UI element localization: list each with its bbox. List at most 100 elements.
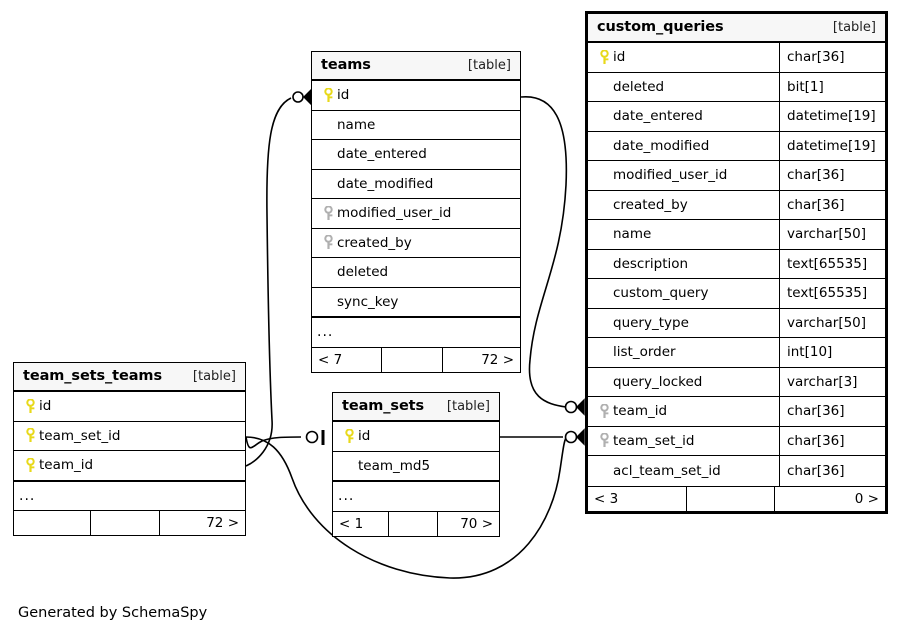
column-name-cell: id: [14, 392, 245, 421]
edge-team_sets-id-to-team_sets_teams-team_set_id: [245, 436, 302, 449]
column-name-cell: team_id: [14, 451, 245, 480]
column-type-cell: char[36]: [779, 190, 885, 219]
column-type-cell: int[10]: [779, 338, 885, 367]
column-name-cell: deleted: [588, 73, 779, 102]
table-row[interactable]: id: [333, 422, 499, 452]
column-type-cell: varchar[3]: [779, 367, 885, 396]
marker-zero-or-many-custom_queries-team_id: [564, 398, 585, 416]
column-label: deleted: [613, 78, 665, 95]
table-row[interactable]: date_modified: [312, 170, 520, 199]
more-columns-indicator[interactable]: ...: [312, 317, 520, 347]
table-footer-team_sets_teams: 72 >: [14, 510, 245, 535]
table-tag-custom_queries: [table]: [832, 19, 876, 35]
table-row[interactable]: id: [312, 81, 520, 111]
column-name-cell: description: [588, 250, 779, 279]
column-label: team_id: [613, 403, 668, 420]
column-type-cell: char[36]: [779, 161, 885, 190]
generator-credit: Generated by SchemaSpy: [18, 605, 208, 621]
more-columns-label: ...: [317, 324, 334, 341]
column-type-cell: text[65535]: [779, 279, 885, 308]
table-footer-custom_queries: < 3 0 >: [588, 485, 885, 511]
table-row[interactable]: query_locked varchar[3]: [588, 367, 885, 397]
more-columns-indicator[interactable]: ...: [333, 481, 499, 511]
table-tag-team_sets: [table]: [446, 398, 490, 414]
primary-key-icon: [21, 398, 39, 414]
column-label: query_type: [613, 314, 689, 331]
table-row[interactable]: team_id: [14, 451, 245, 481]
column-label: team_md5: [358, 457, 431, 474]
column-label: acl_team_set_id: [613, 462, 721, 479]
foreign-key-icon: [319, 235, 337, 250]
column-label: date_modified: [337, 175, 434, 192]
foreign-key-icon: [595, 433, 613, 448]
table-columns-team_sets: id team_md5...: [333, 422, 499, 511]
column-label: id: [358, 428, 371, 445]
marker-zero-or-many-teams-id: [292, 88, 312, 106]
column-label: team_id: [39, 457, 94, 474]
table-row[interactable]: list_order int[10]: [588, 338, 885, 368]
column-type-cell: char[36]: [779, 426, 885, 455]
table-row[interactable]: custom_query text[65535]: [588, 279, 885, 309]
column-name-cell: query_type: [588, 309, 779, 338]
column-name-cell: acl_team_set_id: [588, 456, 779, 486]
table-row[interactable]: sync_key: [312, 288, 520, 317]
column-label: modified_user_id: [337, 205, 452, 222]
column-label: custom_query: [613, 285, 709, 302]
table-header-team_sets_teams: team_sets_teams [table]: [14, 363, 245, 392]
primary-key-icon: [595, 49, 613, 65]
primary-key-icon: [319, 87, 337, 103]
table-row[interactable]: modified_user_id char[36]: [588, 161, 885, 191]
footer-right-team_sets_teams: 72 >: [206, 515, 239, 531]
column-name-cell: team_set_id: [14, 422, 245, 451]
more-columns-indicator[interactable]: ...: [14, 480, 245, 511]
column-name-cell: date_entered: [312, 140, 520, 169]
table-row[interactable]: modified_user_id: [312, 199, 520, 229]
table-title-team_sets: team_sets: [342, 398, 425, 414]
table-row[interactable]: deleted: [312, 258, 520, 288]
footer-middle-custom_queries: [686, 486, 776, 511]
table-tag-team_sets_teams: [table]: [192, 368, 236, 384]
column-label: query_locked: [613, 373, 703, 390]
column-type-cell: text[65535]: [779, 249, 885, 278]
table-row[interactable]: team_md5: [333, 452, 499, 481]
column-type-cell: datetime[19]: [779, 131, 885, 160]
column-label: deleted: [337, 264, 389, 281]
column-name-cell: deleted: [312, 258, 520, 287]
table-title-teams: teams: [321, 57, 371, 73]
footer-middle-team_sets_teams: [90, 511, 160, 535]
table-row[interactable]: created_by: [312, 229, 520, 258]
column-label: id: [337, 87, 350, 104]
column-name-cell: sync_key: [312, 288, 520, 317]
marker-zero-or-one-team_sets-id: [305, 430, 325, 445]
table-row[interactable]: date_entered: [312, 140, 520, 170]
table-row[interactable]: id: [14, 392, 245, 422]
column-label: list_order: [613, 344, 676, 361]
column-name-cell: id: [312, 81, 520, 110]
table-row[interactable]: team_set_id: [14, 422, 245, 451]
column-label: modified_user_id: [613, 167, 728, 184]
column-name-cell: date_modified: [312, 170, 520, 199]
column-name-cell: id: [588, 43, 779, 72]
footer-right-team_sets: 70 >: [460, 515, 493, 532]
table-row[interactable]: name: [312, 111, 520, 140]
table-tag-teams: [table]: [467, 57, 511, 73]
column-type-cell: char[36]: [779, 43, 885, 72]
footer-left-custom_queries: < 3: [594, 490, 619, 507]
foreign-key-icon: [319, 205, 337, 221]
